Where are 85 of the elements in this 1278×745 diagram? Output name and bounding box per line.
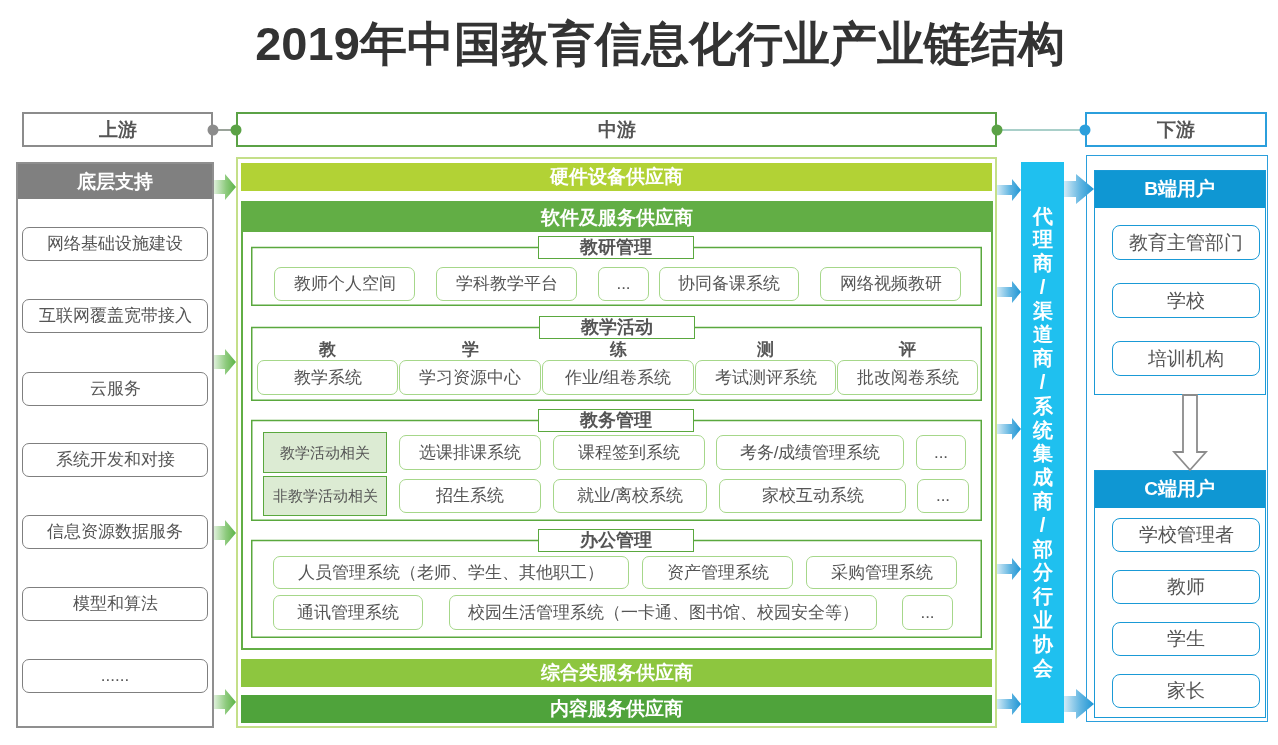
hollow-arrow	[1172, 394, 1208, 472]
service-box: 模型和算法	[22, 587, 208, 621]
group-box	[251, 529, 982, 638]
column-label: 练	[609, 340, 627, 359]
stage-header: 中游	[236, 112, 997, 147]
module-box: 考务/成绩管理系统	[716, 435, 904, 470]
group-box	[251, 409, 982, 521]
connector-line	[207, 124, 242, 136]
user-box: 家长	[1112, 674, 1260, 708]
service-box: 信息资源数据服务	[22, 515, 208, 549]
service-box: ......	[22, 659, 208, 693]
arrow	[214, 520, 236, 546]
panel-header: B端用户	[1094, 170, 1265, 208]
column-label: 评	[899, 340, 916, 359]
category-box: 非教学活动相关	[263, 476, 387, 516]
arrow	[997, 418, 1021, 440]
section-tab: 教务管理	[538, 409, 694, 432]
category-box: 教学活动相关	[263, 432, 387, 473]
arrow	[214, 174, 236, 200]
module-box: 就业/离校系统	[553, 479, 707, 513]
arrow	[1064, 174, 1094, 204]
panel-header: C端用户	[1094, 470, 1265, 508]
module-box: 教学系统	[257, 360, 398, 395]
module-box: ...	[598, 267, 649, 301]
module-box: 批改阅卷系统	[837, 360, 978, 395]
user-box: 学校	[1112, 283, 1260, 318]
arrow	[997, 693, 1021, 715]
user-box: 教师	[1112, 570, 1260, 604]
panel-box	[1093, 169, 1266, 395]
module-box: 教师个人空间	[274, 267, 415, 301]
arrow	[997, 558, 1021, 580]
user-box: 培训机构	[1112, 341, 1260, 376]
service-box: 互联网覆盖宽带接入	[22, 299, 208, 333]
module-box: 招生系统	[399, 479, 541, 513]
section-tab: 教学活动	[539, 316, 695, 339]
title: 2019年中国教育信息化行业产业链结构	[255, 16, 1065, 72]
module-box: 考试测评系统	[695, 360, 836, 395]
column-label: 测	[757, 340, 774, 359]
module-box: 采购管理系统	[806, 556, 957, 589]
section-tab: 办公管理	[538, 529, 694, 552]
panel-box	[241, 201, 993, 650]
provider-band: 硬件设备供应商	[241, 163, 992, 191]
panel-header: 底层支持	[18, 164, 212, 199]
column-label: 学	[461, 340, 479, 359]
module-box: 资产管理系统	[642, 556, 793, 589]
service-box: 网络基础设施建设	[22, 227, 208, 261]
service-box: 系统开发和对接	[22, 443, 208, 477]
module-box: 课程签到系统	[553, 435, 705, 470]
connector-line	[991, 124, 1091, 136]
module-box: 协同备课系统	[659, 267, 799, 301]
module-box: ...	[917, 479, 969, 513]
channel-bar: 代理商/渠道商/系统集成商/部分行业协会	[1021, 162, 1064, 723]
module-box: 通讯管理系统	[273, 595, 423, 630]
arrow	[1064, 689, 1094, 719]
module-box: 网络视频教研	[820, 267, 961, 301]
column-label: 教	[319, 340, 336, 359]
provider-band: 综合类服务供应商	[241, 659, 992, 687]
module-box: 学习资源中心	[399, 360, 541, 395]
arrow	[214, 349, 236, 375]
module-box: 人员管理系统（老师、学生、其他职工）	[273, 556, 629, 589]
panel-box	[16, 162, 214, 728]
panel-frame	[236, 157, 997, 728]
section-tab: 教研管理	[538, 236, 694, 259]
module-box: 选课排课系统	[399, 435, 541, 470]
arrow	[997, 281, 1021, 303]
group-box	[251, 236, 982, 306]
user-box: 学生	[1112, 622, 1260, 656]
module-box: 家校互动系统	[719, 479, 906, 513]
module-box: 学科教学平台	[436, 267, 577, 301]
module-box: 校园生活管理系统（一卡通、图书馆、校园安全等）	[449, 595, 877, 630]
stage-header: 上游	[22, 112, 213, 147]
module-box: ...	[902, 595, 953, 630]
arrow	[214, 689, 236, 715]
arrow	[997, 179, 1021, 201]
panel-header: 软件及服务供应商	[243, 203, 991, 232]
service-box: 云服务	[22, 372, 208, 406]
panel-frame	[1086, 155, 1268, 722]
provider-band: 内容服务供应商	[241, 695, 992, 723]
user-box: 教育主管部门	[1112, 225, 1260, 260]
user-box: 学校管理者	[1112, 518, 1260, 552]
module-box: ...	[916, 435, 966, 470]
module-box: 作业/组卷系统	[542, 360, 694, 395]
panel-box	[1093, 469, 1266, 718]
stage-header: 下游	[1085, 112, 1267, 147]
group-box	[251, 316, 982, 401]
